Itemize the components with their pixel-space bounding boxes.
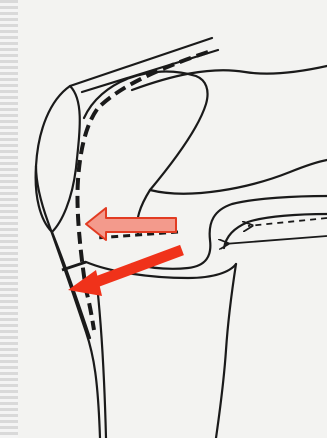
knee-diagram-figure [0,0,327,438]
knee-diagram-svg [0,0,327,438]
